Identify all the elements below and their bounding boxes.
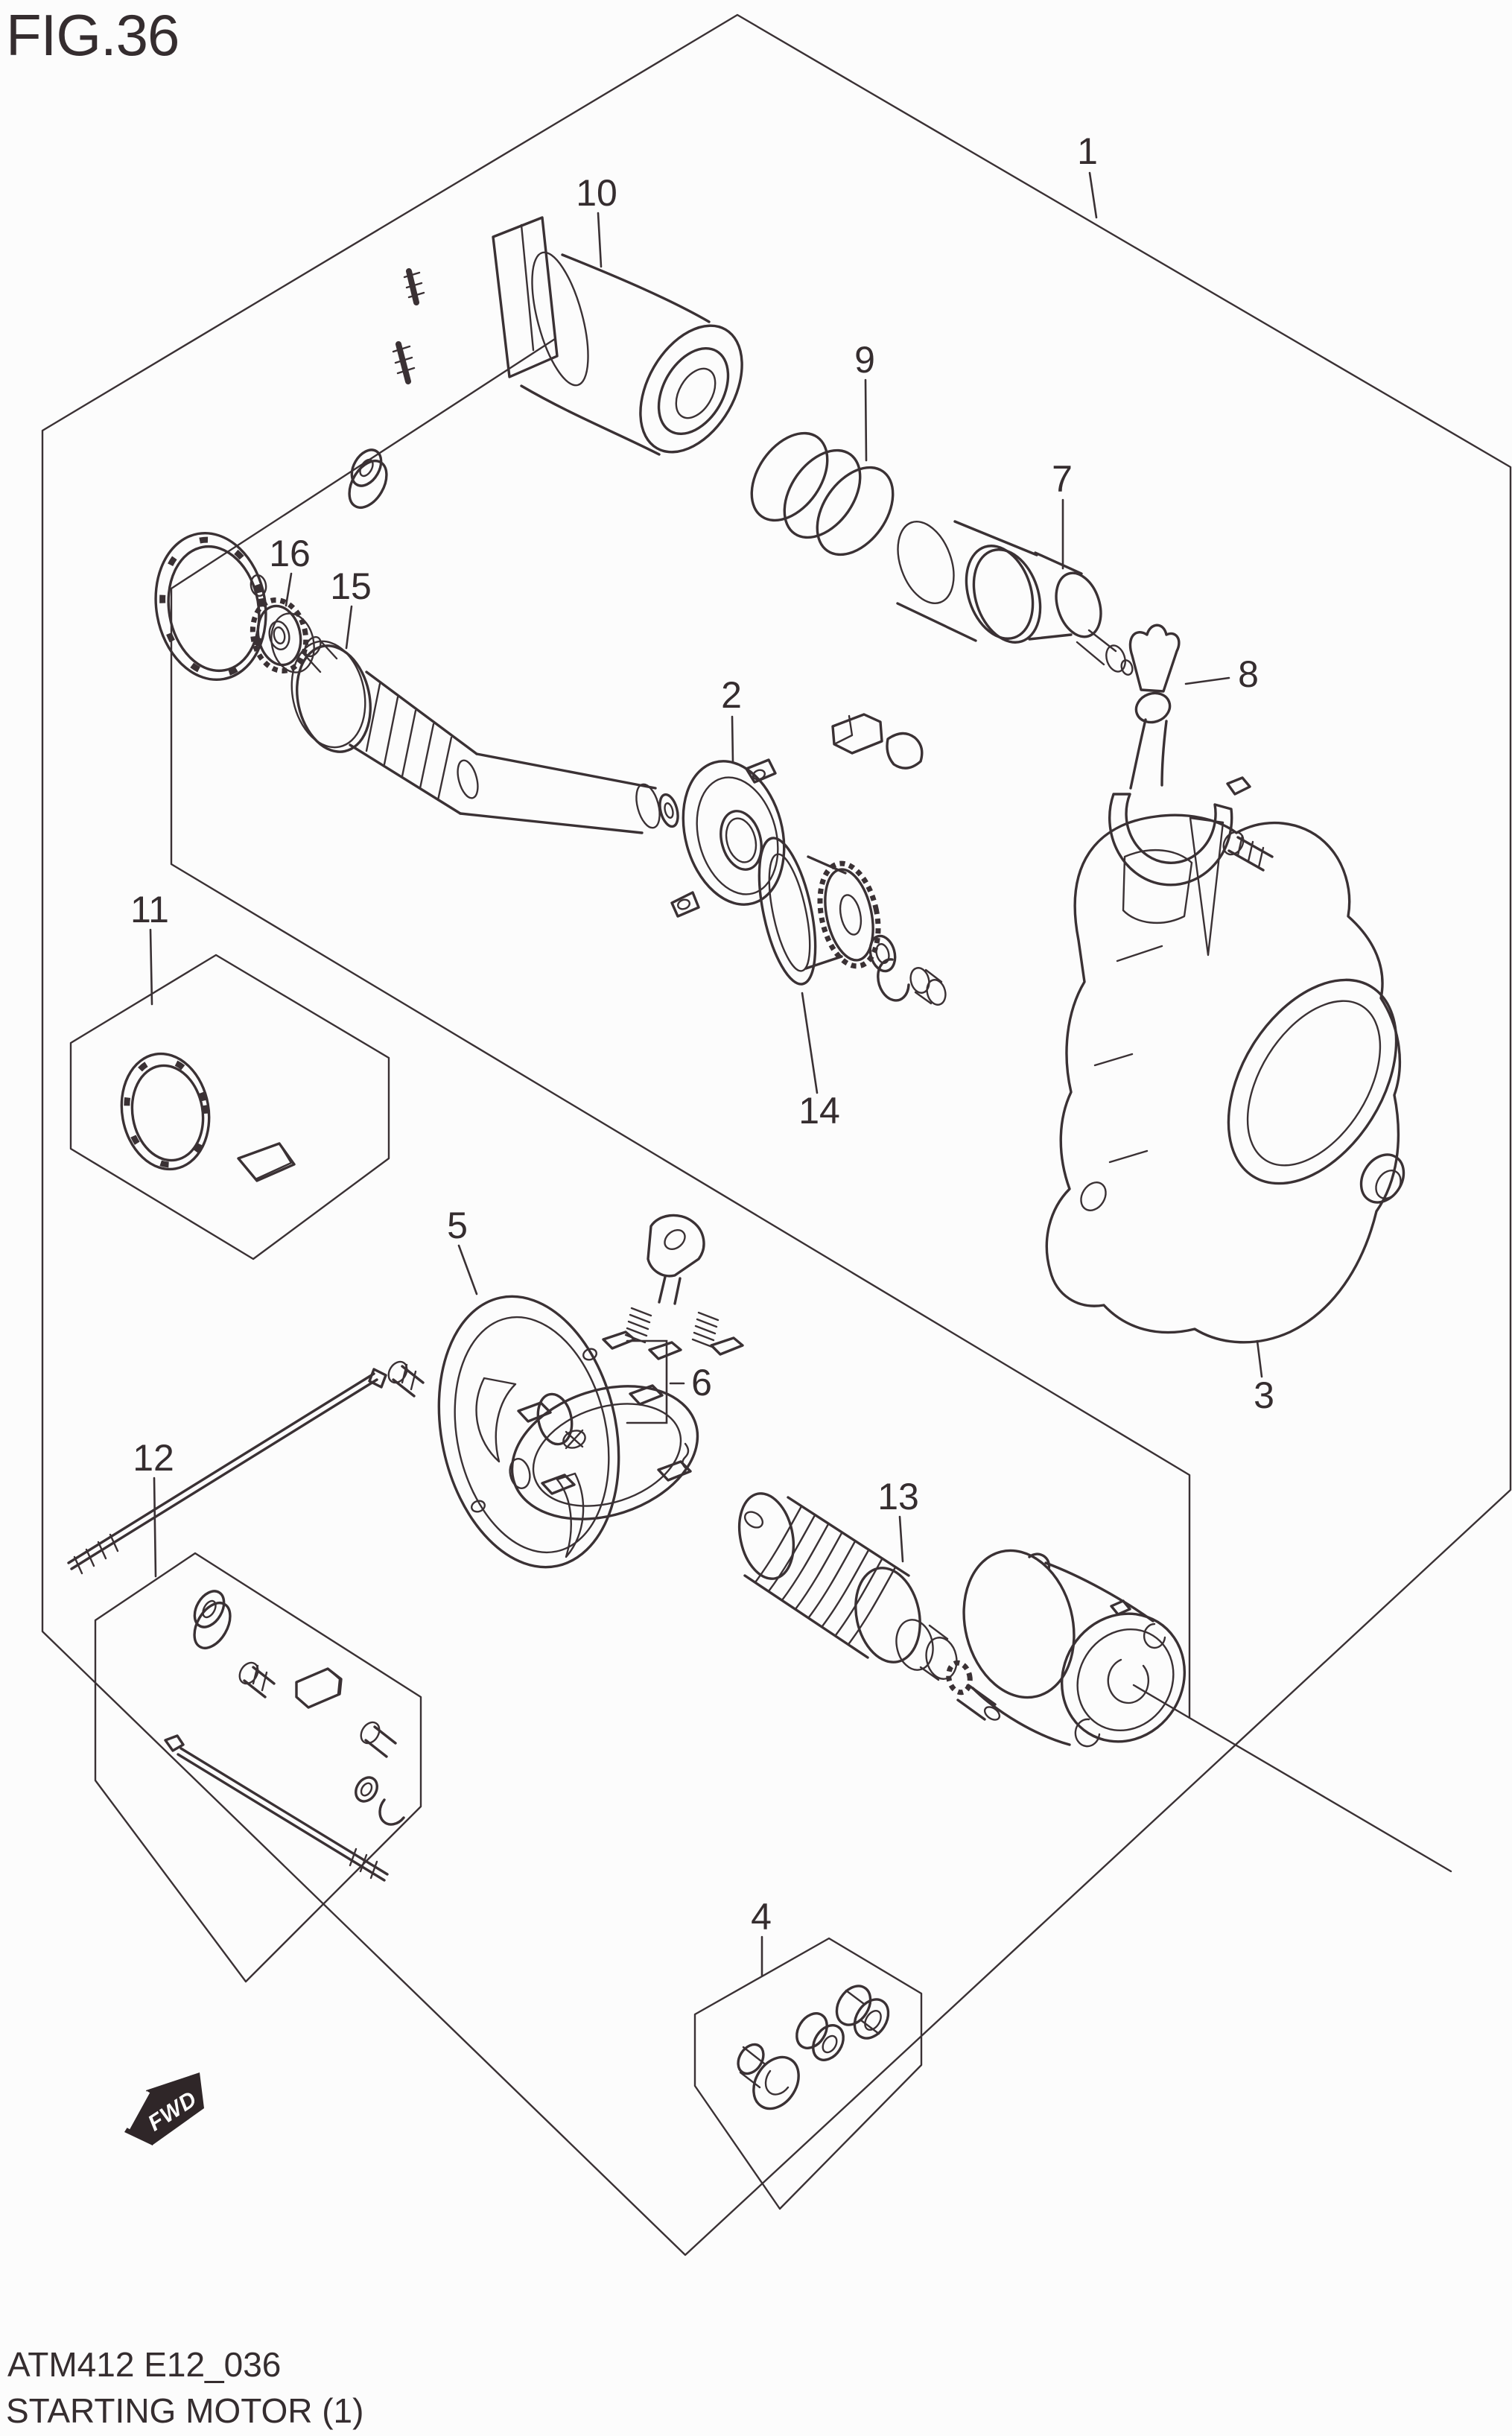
part-3-drive-end-housing (1045, 813, 1405, 1344)
part-7-plunger (896, 520, 1134, 676)
callout-15: 15 (330, 565, 372, 607)
callout-12: 12 (133, 1437, 174, 1479)
part-11-kit-box (69, 954, 390, 1260)
internal-ring-gear (154, 531, 267, 682)
callout-9: 9 (854, 339, 875, 381)
callout-13: 13 (877, 1476, 919, 1517)
callout-leaders (149, 171, 1263, 1977)
part-15-carrier-shaft (290, 635, 679, 834)
callout-6-bracket (626, 1339, 668, 1424)
callout-2: 2 (721, 674, 742, 716)
part-12-kit-box (94, 1552, 422, 1983)
callout-5: 5 (447, 1205, 468, 1246)
part-2-gear-cover-plate (670, 758, 786, 918)
figure-title: FIG.36 (6, 2, 179, 68)
footer-model-code: ATM412 E12_036 (7, 2345, 281, 2384)
callout-1: 1 (1077, 130, 1098, 172)
callout-14: 14 (798, 1090, 840, 1132)
end-frame-pointer-line (1132, 1684, 1452, 1873)
callout-16: 16 (269, 533, 311, 574)
footer-caption: STARTING MOTOR (1) (6, 2391, 363, 2430)
callout-10: 10 (576, 172, 617, 214)
fwd-plate (146, 2072, 204, 2145)
motor-yoke-assembly (962, 1549, 1452, 1873)
part-5-end-cover (67, 1295, 620, 1575)
part-6-brush-holder-group (510, 1214, 744, 1520)
part-16-idle-gear (250, 597, 315, 674)
part-14-pinion-assembly (757, 837, 947, 1006)
fwd-arrow-icon (124, 2093, 153, 2145)
part-8-drive-lever (1108, 624, 1251, 886)
part-9-spring (750, 431, 895, 556)
part-13-armature (738, 1492, 1001, 1721)
outer-border-frame (41, 13, 1512, 2256)
callout-6: 6 (691, 1362, 712, 1403)
part-4-kit-box (693, 1937, 923, 2210)
callout-numbers: 1 2 3 4 5 6 7 8 9 10 11 12 13 14 15 16 (130, 130, 1274, 1938)
callout-4: 4 (751, 1896, 772, 1938)
fwd-direction-marker: FWD (124, 2072, 204, 2145)
callout-11: 11 (130, 889, 169, 930)
callout-8: 8 (1238, 653, 1259, 695)
inner-backdrop-plane (170, 337, 1191, 1719)
part-10-solenoid-switch (348, 216, 743, 509)
callout-3: 3 (1254, 1374, 1274, 1416)
callout-7: 7 (1052, 458, 1073, 500)
terminal-cap-and-gasket (831, 713, 924, 770)
